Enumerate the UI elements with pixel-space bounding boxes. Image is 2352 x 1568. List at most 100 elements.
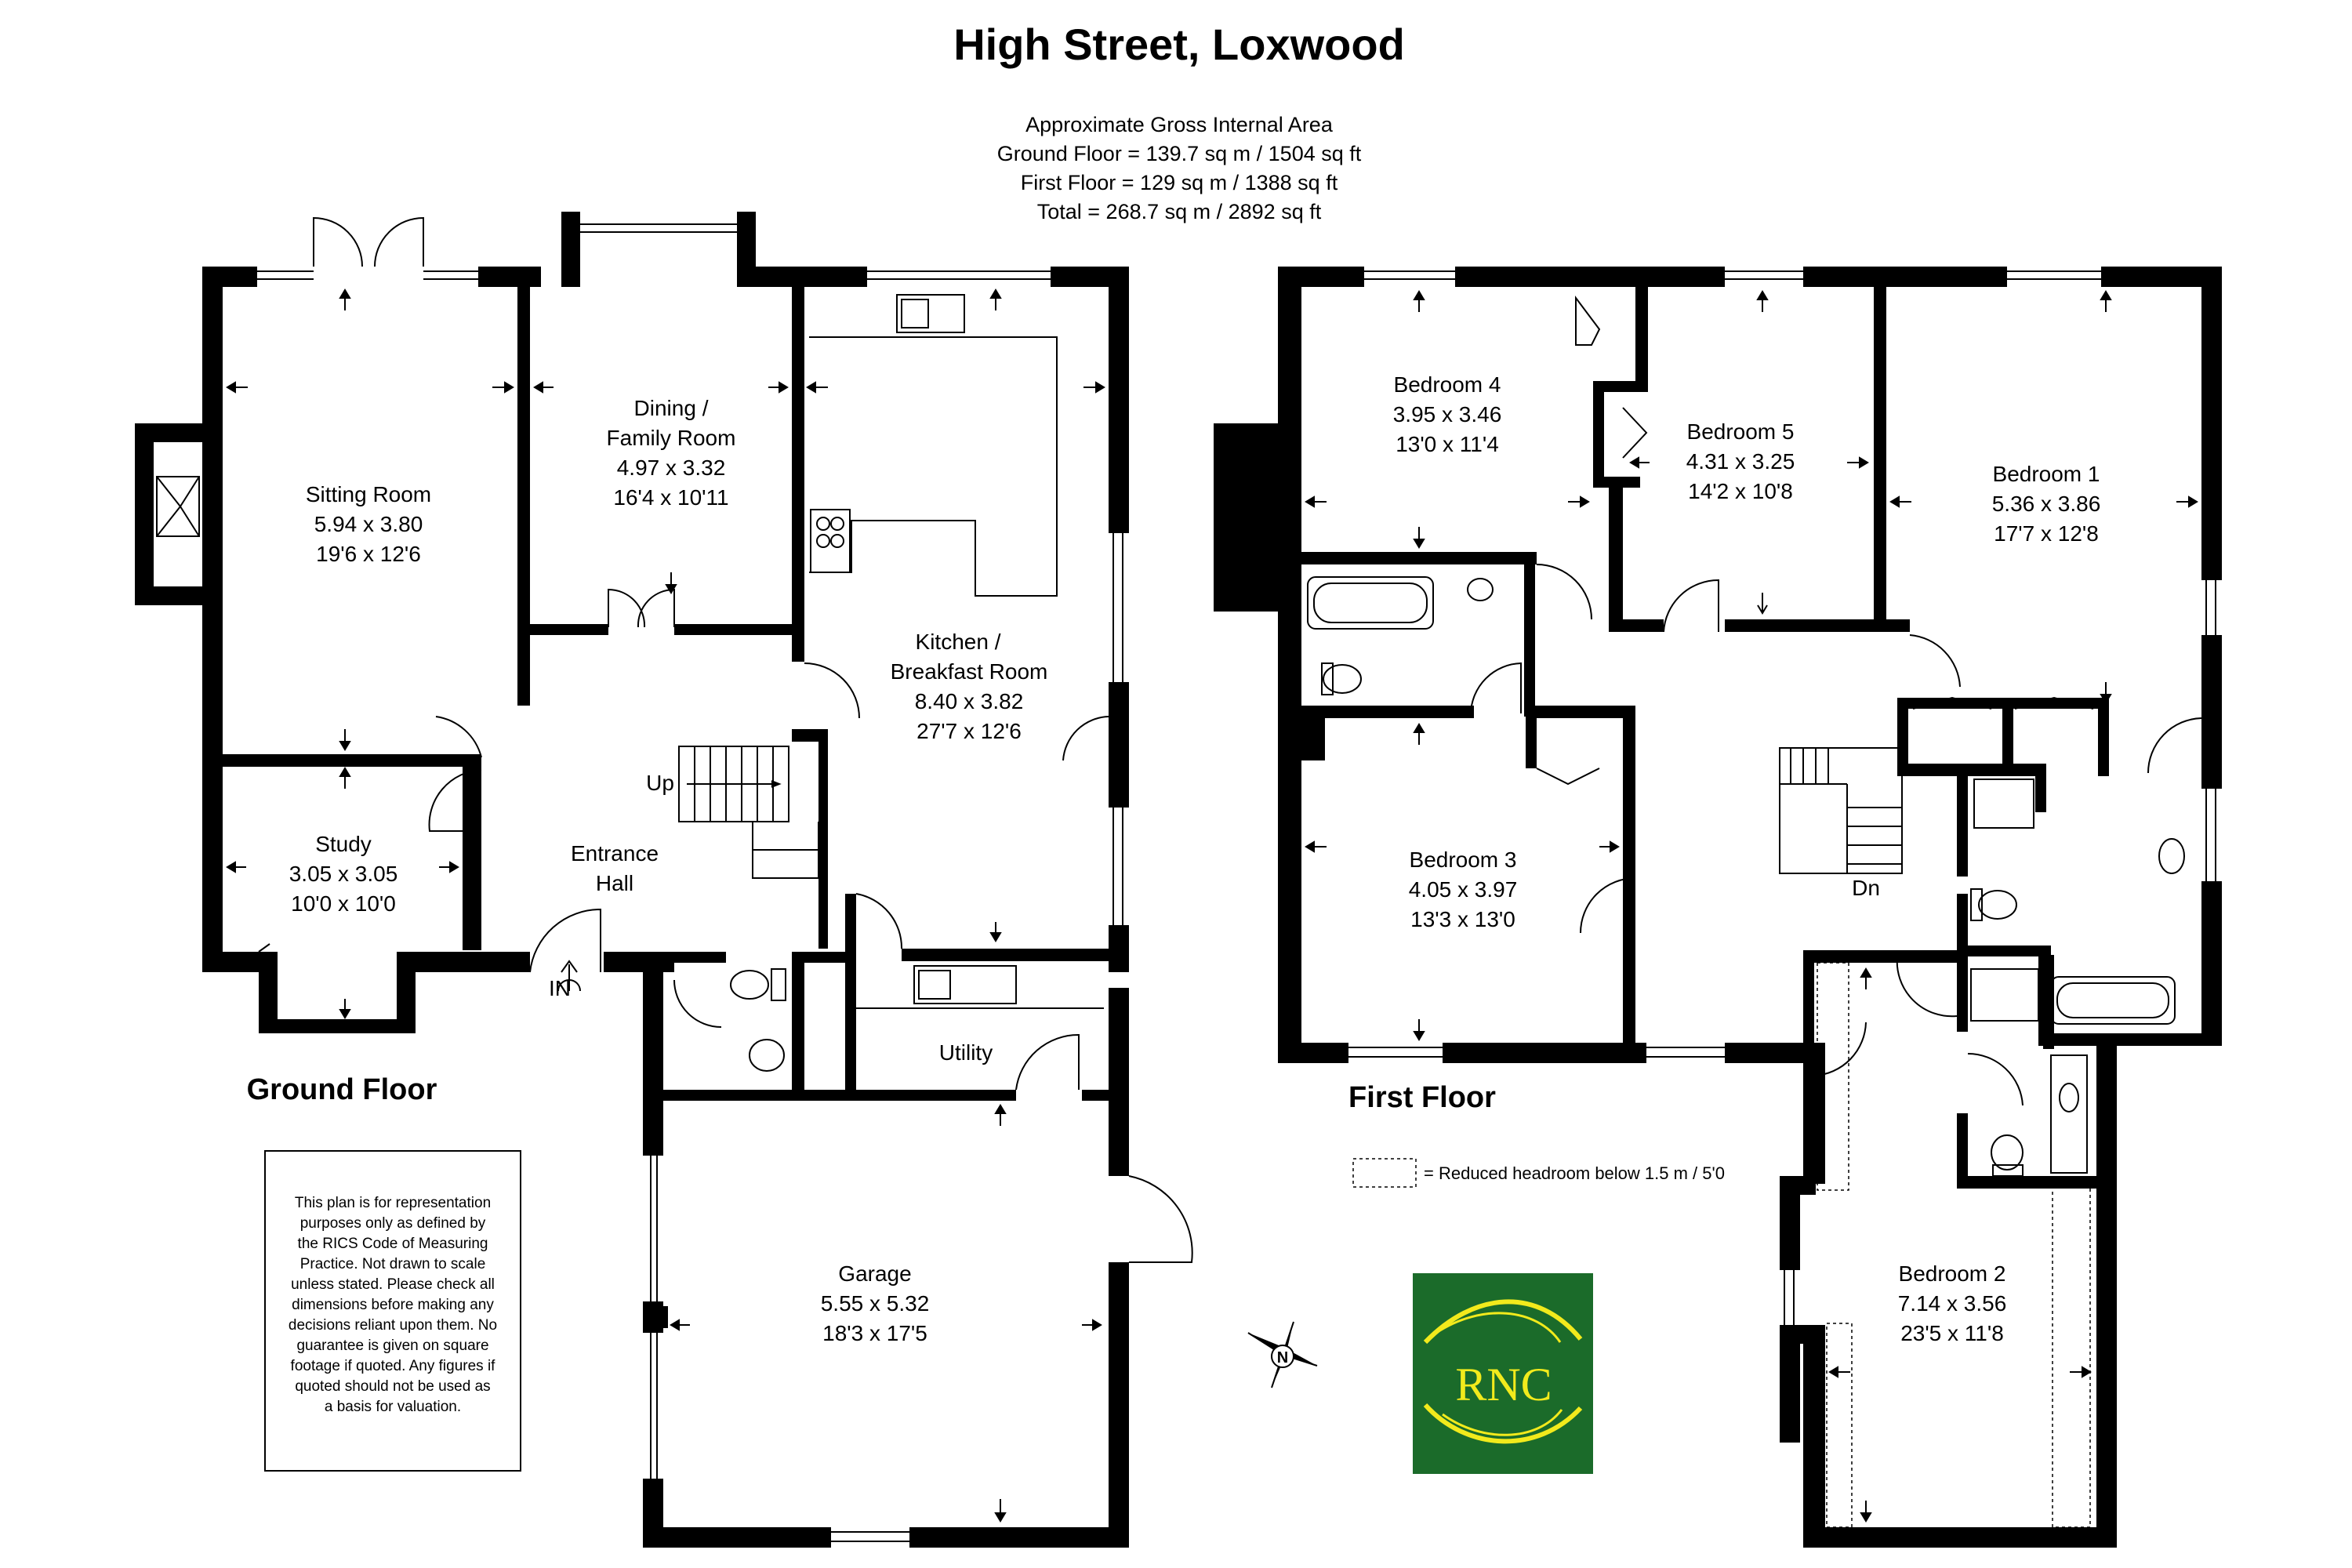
wall [561, 212, 580, 287]
room-utility-name: Utility [939, 1040, 993, 1065]
room-sitting-metric: 5.94 x 3.80 [314, 512, 423, 536]
wall [2098, 702, 2109, 776]
area-ground: Ground Floor = 139.7 sq m / 1504 sq ft [997, 142, 1362, 165]
room-bed5-name: Bedroom 5 [1687, 419, 1795, 444]
sink-icon [913, 965, 1017, 1004]
area-first: First Floor = 129 sq m / 1388 sq ft [1021, 171, 1338, 194]
wall [1609, 477, 1623, 626]
wall [202, 952, 270, 972]
room-dining-imperial: 16'4 x 10'11 [613, 485, 728, 510]
first-floor-plan [1214, 267, 2222, 1548]
door-swing-icon [1896, 956, 1958, 1018]
room-study-imperial: 10'0 x 10'0 [291, 891, 396, 916]
wall [663, 1090, 797, 1101]
wall [223, 754, 481, 767]
entrance-label: IN [549, 976, 571, 1000]
cupboard-door [1536, 768, 1600, 786]
door-swing-icon [428, 769, 482, 832]
wall [800, 267, 867, 287]
cupboard-door [1575, 296, 1601, 346]
wall [792, 267, 804, 635]
door-swing-icon [855, 893, 903, 949]
room-dining-name1: Dining / [634, 396, 709, 420]
sink-icon [2050, 1054, 2088, 1174]
wall [1897, 698, 1908, 776]
wall [1109, 267, 1129, 533]
wall [674, 624, 800, 635]
room-garage-name: Garage [838, 1261, 911, 1286]
room-kitchen-name2: Breakfast Room [891, 659, 1048, 684]
disclaimer-line: decisions reliant upon them. No [289, 1317, 497, 1334]
wall [1908, 764, 2046, 776]
wall [1803, 950, 1960, 963]
rnc-logo: RNC [1413, 1273, 1593, 1474]
room-garage-metric: 5.55 x 5.32 [821, 1291, 930, 1316]
disclaimer-line: Practice. Not drawn to scale [300, 1256, 486, 1272]
room-bed4-metric: 3.95 x 3.46 [1393, 402, 1502, 426]
room-garage-imperial: 18'3 x 17'5 [822, 1321, 927, 1345]
wall [2038, 1033, 2222, 1046]
door-swing-icon [1909, 634, 1961, 688]
wall [1725, 619, 1889, 632]
wall [643, 1527, 831, 1548]
compass-rose-icon: N [1247, 1321, 1318, 1388]
room-hall-name1: Entrance [571, 841, 659, 866]
disclaimer-line: This plan is for representation [295, 1195, 491, 1211]
room-study-metric: 3.05 x 3.05 [289, 862, 398, 886]
wall [1803, 1325, 1825, 1548]
wall [463, 754, 481, 950]
wall [517, 627, 530, 706]
wall [1780, 1325, 1800, 1443]
wall [1593, 381, 1604, 488]
room-bed3-metric: 4.05 x 3.97 [1409, 877, 1518, 902]
garage-post [652, 1306, 668, 1328]
room-bed5-metric: 4.31 x 3.25 [1686, 449, 1795, 474]
disclaimer-text: This plan is for representation purposes… [289, 1195, 497, 1415]
wall [1957, 1176, 2096, 1189]
ground-floor-plan [135, 212, 1129, 1548]
door-swing-icon [1536, 564, 1592, 620]
door-swing-icon [1062, 716, 1109, 761]
wall [517, 267, 530, 635]
shower-icon [1970, 968, 2039, 1022]
wall [1455, 267, 1725, 287]
wall [1443, 1043, 1646, 1063]
wall [909, 1527, 1129, 1548]
wall [1635, 287, 1648, 381]
wall [478, 267, 541, 287]
wall [2035, 764, 2046, 812]
chimney-wall [135, 423, 154, 604]
wall [530, 624, 608, 635]
ground-floor-label: Ground Floor [247, 1073, 437, 1106]
wall [1278, 267, 1301, 1063]
wall [1780, 1176, 1800, 1270]
wall [792, 952, 804, 1101]
first-windows [1285, 270, 2216, 1325]
wall [1109, 1262, 1129, 1548]
disclaimer-line: dimensions before making any [292, 1297, 494, 1313]
chimney-wall [135, 586, 223, 605]
door-swing-icon [2147, 717, 2202, 774]
wall [1526, 706, 1635, 718]
legend-swatch [1352, 1158, 1417, 1188]
stairs-up-label: Up [646, 771, 674, 795]
toilet-icon [1323, 664, 1362, 694]
wardrobe-door [1912, 696, 1992, 710]
room-bed4-name: Bedroom 4 [1394, 372, 1501, 397]
door-swing-icon [529, 908, 601, 973]
wall [2043, 955, 2054, 1049]
bath-icon [2050, 976, 2176, 1025]
door-swing-icon [313, 216, 363, 267]
toilet-icon [1991, 1134, 2024, 1171]
chimney-stack [1214, 423, 1278, 612]
room-bed3-imperial: 13'3 x 13'0 [1410, 907, 1515, 931]
room-study-name: Study [315, 832, 372, 856]
wall [1803, 1043, 1825, 1184]
door-swing-icon [804, 662, 860, 719]
stairs-down-label: Dn [1852, 876, 1880, 900]
ground-doors [156, 216, 1193, 1263]
door-swing-icon [1967, 1052, 2024, 1106]
wall [804, 1090, 1016, 1101]
wall [1725, 1043, 1803, 1063]
